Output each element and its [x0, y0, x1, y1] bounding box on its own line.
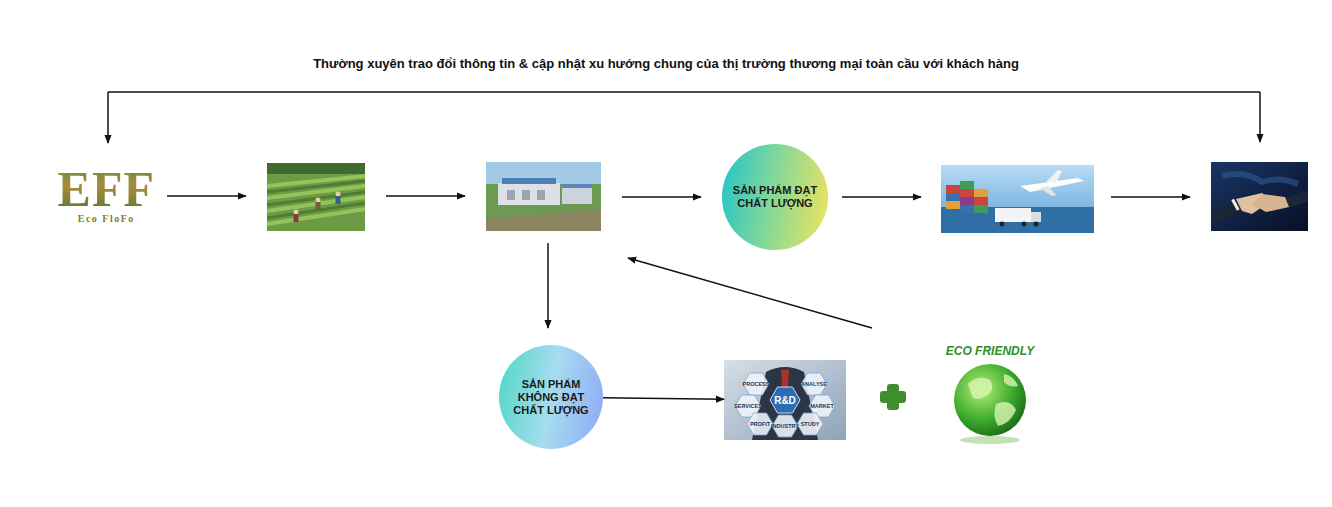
logo-name: Eco FloFo — [78, 213, 135, 224]
flow-arrow — [603, 398, 724, 400]
farm-photo — [267, 163, 365, 231]
picture-word: PROCESS — [743, 381, 770, 387]
logo-mark: EFF — [58, 166, 155, 212]
picture-word: STUDY — [801, 421, 820, 427]
eco-text: ECO FRIENDLY — [946, 344, 1034, 358]
picture-word: SERVICES — [734, 403, 762, 409]
picture-word: ANALYSE — [801, 381, 827, 387]
logo-node: EFFEco FloFo — [55, 166, 157, 224]
quality-circle: SẢN PHẨM KHÔNG ĐẠT CHẤT LƯỢNG — [499, 345, 603, 449]
rnd-text: R&D — [774, 395, 796, 406]
quality-circle: SẢN PHẨM ĐẠT CHẤT LƯỢNG — [722, 144, 828, 250]
picture-word: MARKET — [810, 403, 834, 409]
picture-word: PROFIT — [750, 421, 770, 427]
logistics-photo — [941, 165, 1094, 233]
circle-text: SẢN PHẨM KHÔNG ĐẠT CHẤT LƯỢNG — [512, 378, 590, 417]
eco-node: ECO FRIENDLY — [940, 342, 1040, 442]
eco-globe — [954, 364, 1026, 444]
diagram-title: Thường xuyên trao đổi thông tin & cập nh… — [0, 56, 1332, 71]
handshake-photo — [1211, 162, 1308, 231]
circle-text: SẢN PHẨM ĐẠT CHẤT LƯỢNG — [729, 184, 821, 210]
flow-arrows — [108, 92, 1260, 328]
rnd-picture — [724, 360, 846, 440]
plus-sign — [880, 384, 906, 410]
factory-photo — [486, 162, 601, 231]
picture-word: INDUSTRY — [771, 423, 799, 429]
